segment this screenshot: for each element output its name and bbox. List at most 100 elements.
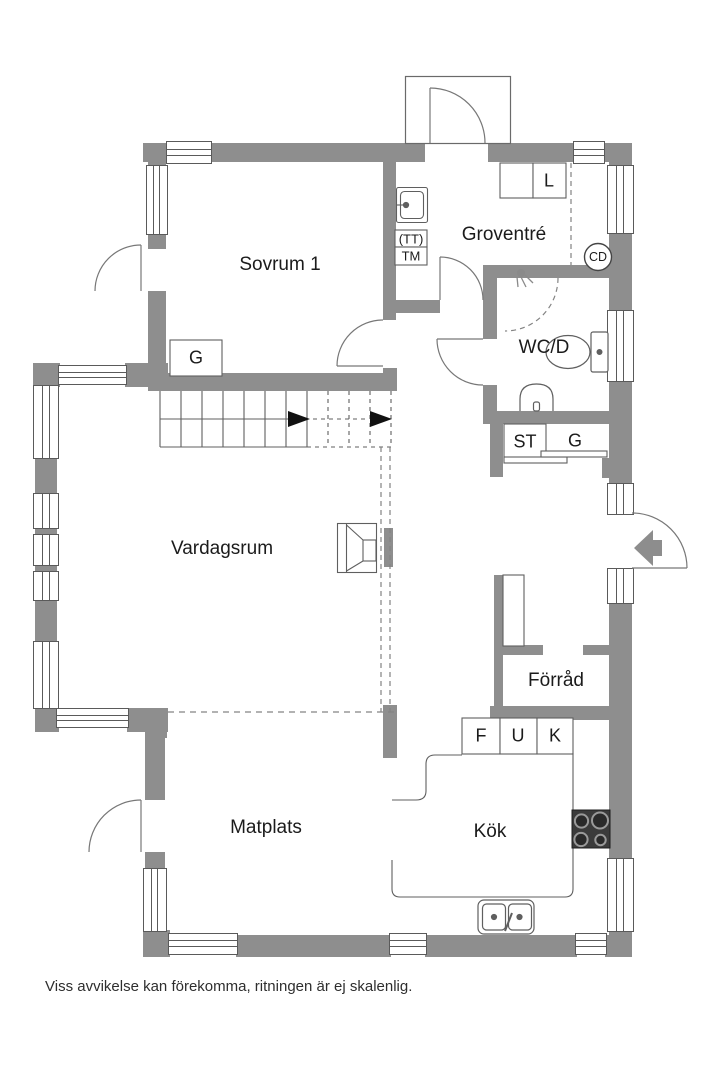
window <box>33 571 59 601</box>
window <box>143 868 167 932</box>
wall-segment <box>145 852 165 870</box>
window <box>607 858 634 932</box>
utility-sink-icon <box>395 186 429 224</box>
window <box>146 165 168 235</box>
wall-segment <box>490 706 632 720</box>
room-label-storage: Förråd <box>528 670 584 691</box>
window <box>168 933 238 955</box>
wall-segment <box>483 385 497 413</box>
room-label-bathroom: WC/D <box>518 337 570 358</box>
wall-segment <box>583 645 609 655</box>
wall-segment <box>483 411 632 424</box>
room-label-utility-entry: Groventré <box>461 224 547 245</box>
label-oven: U <box>511 725 525 746</box>
window <box>607 310 634 382</box>
wall-segment <box>609 232 632 312</box>
door-main-entrance <box>631 512 688 569</box>
wall-segment <box>494 575 503 713</box>
kitchen-counter-lines <box>391 753 574 898</box>
stairs <box>159 391 392 448</box>
room-label-living-room: Vardagsrum <box>170 538 274 559</box>
wall-segment <box>609 380 632 485</box>
wall-segment <box>35 599 57 643</box>
door-bedroom-interior <box>336 319 384 367</box>
wall-segment <box>494 645 543 655</box>
window <box>607 165 634 234</box>
kitchen-sink-icon <box>477 899 535 935</box>
label-bedroom-wardrobe: G <box>188 347 204 368</box>
kitchen-tall-units <box>461 717 574 755</box>
wall-segment <box>143 930 170 957</box>
label-cleaning-closet: ST <box>513 431 537 452</box>
wall-segment <box>148 143 166 167</box>
cleaning-closet-box <box>503 423 547 462</box>
label-freezer: F <box>475 725 487 746</box>
room-label-bedroom: Sovrum 1 <box>239 254 321 275</box>
door-bathroom <box>436 338 484 386</box>
sliding-doors <box>503 450 608 464</box>
fireplace-icon <box>336 522 378 574</box>
wall-segment <box>35 527 57 536</box>
wall-segment <box>483 265 609 278</box>
wall-segment <box>148 291 166 375</box>
room-label-kitchen: Kök <box>473 821 507 842</box>
wall-segment <box>148 233 166 249</box>
room-label-dining: Matplats <box>230 817 302 838</box>
window <box>607 483 634 515</box>
wall-segment <box>609 930 632 957</box>
wall-segment <box>488 143 575 162</box>
window <box>573 141 605 164</box>
window <box>33 385 59 459</box>
wall-segment <box>483 278 497 339</box>
appliance-boxes-tt-tm <box>394 229 428 266</box>
window <box>58 365 127 385</box>
linen-closet-boxes <box>499 162 567 199</box>
label-fridge: K <box>548 725 562 746</box>
stair-arrow-icon <box>370 411 392 427</box>
wall-segment <box>609 143 632 167</box>
stove-icon <box>571 809 611 849</box>
label-tm-appliance: TM <box>401 248 421 264</box>
window <box>33 493 59 529</box>
wall-segment <box>609 602 632 860</box>
door-bedroom-exterior <box>94 244 142 292</box>
partition-dashed-lines <box>168 163 572 713</box>
door-utility-entry <box>439 256 484 301</box>
label-cd-unit: CD <box>588 250 608 264</box>
chimney-wall <box>384 528 393 567</box>
wall-segment <box>490 424 503 477</box>
stair-arrow-icon <box>288 411 310 427</box>
wall-segment <box>33 363 60 387</box>
wall-segment <box>35 457 57 495</box>
wall-segment <box>602 458 609 478</box>
window <box>607 568 634 604</box>
label-hall-wardrobe: G <box>567 430 583 451</box>
label-linen-closet: L <box>543 170 555 191</box>
wall-segment <box>396 300 440 313</box>
wall-segment <box>383 162 396 320</box>
window <box>575 933 607 955</box>
wall-segment <box>425 935 577 957</box>
window <box>56 708 129 728</box>
wall-segment <box>383 705 397 758</box>
window <box>389 933 427 955</box>
cd-circle-icon <box>583 242 613 272</box>
wall-segment <box>148 373 396 391</box>
wall-segment <box>236 935 391 957</box>
shower-icon <box>504 269 559 332</box>
bedroom-wardrobe-box <box>169 339 223 377</box>
door-dining-exterior <box>88 799 142 853</box>
door-top-entrance <box>429 87 486 144</box>
washbasin-icon <box>519 383 554 412</box>
storage-duct-box <box>502 574 525 647</box>
window <box>33 534 59 566</box>
window <box>33 641 59 709</box>
porch-outline <box>404 75 512 145</box>
wall-segment <box>35 564 57 573</box>
toilet-icon <box>545 331 609 373</box>
window <box>166 141 212 164</box>
label-tt-appliance: (TT) <box>398 231 424 247</box>
wall-segment <box>35 707 59 732</box>
